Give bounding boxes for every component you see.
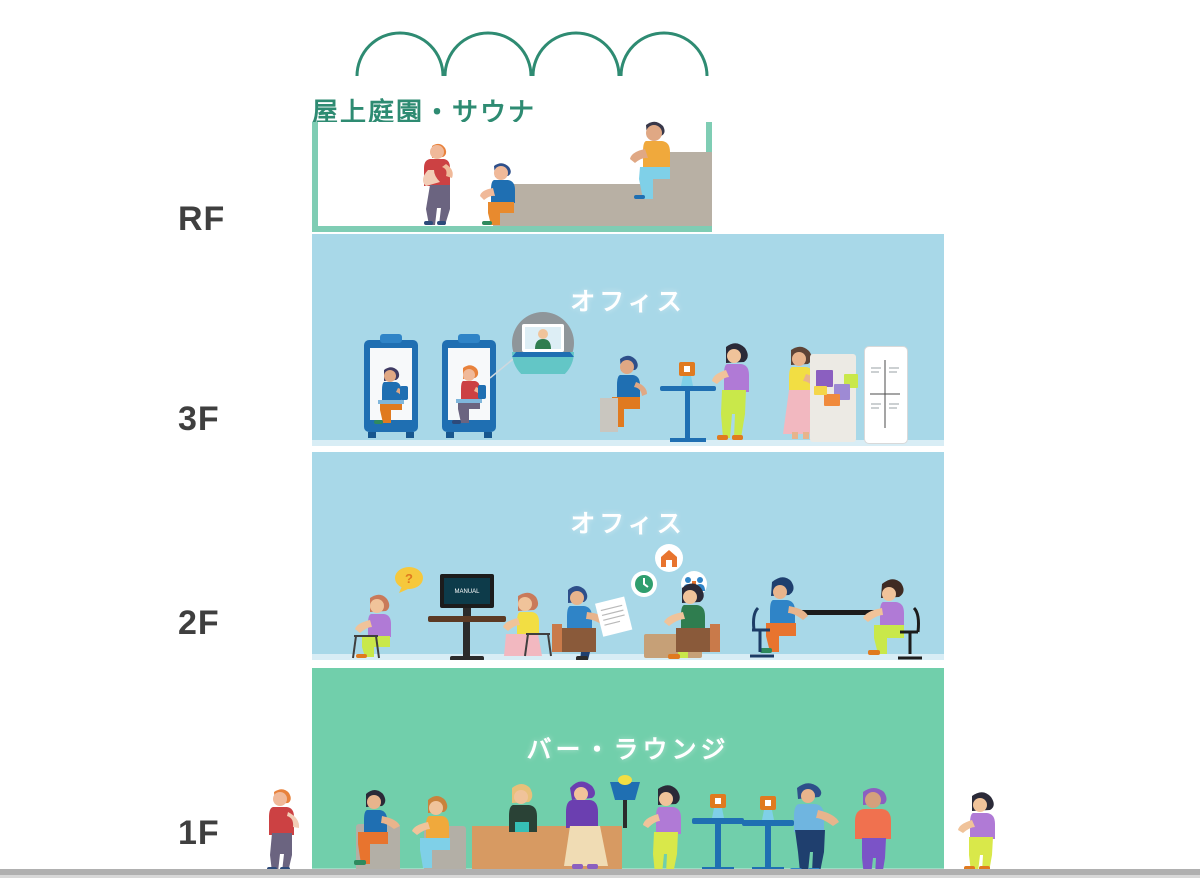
floor-2f-ground (312, 654, 944, 660)
cafe-table-leg-3f (685, 391, 690, 441)
floor-3f-ground (312, 440, 944, 446)
phone-booth-right (442, 334, 496, 438)
person-desk-2f-left (750, 577, 808, 658)
high-table-top-1 (692, 818, 744, 824)
floor-label-3f: 3F (178, 400, 220, 438)
person-outside-left (267, 789, 300, 872)
floor-3f: オフィス (312, 234, 944, 446)
high-table-top-2 (742, 820, 794, 826)
person-lounge-1f-b (412, 796, 450, 868)
sticky-note-purple (816, 370, 833, 387)
person-seated-rf-low (480, 163, 515, 225)
person-seated-3f (600, 355, 647, 432)
question-mark-bubble: ? (395, 567, 423, 593)
person-sofa-2f-a (552, 586, 633, 660)
person-seated-2f-b (503, 592, 552, 657)
rooftop-floor-rf (312, 121, 712, 232)
cafe-table-base-3f (670, 438, 706, 442)
video-call-bubble (512, 312, 574, 374)
floor-2f-title: オフィス (570, 510, 686, 538)
rooftop-arches-decoration (355, 31, 709, 76)
monitor-table-2f: MANUAL (428, 574, 506, 660)
person-standing-1f-b (790, 783, 839, 872)
cafe-table-top-3f (660, 386, 716, 391)
person-lounge-1f-a (354, 790, 400, 865)
table-plant-3f (679, 362, 695, 386)
floor-1f-title: バー・ラウンジ (526, 736, 730, 764)
rooftop-step-low (493, 184, 643, 226)
sticky-note-orange (824, 394, 840, 406)
whiteboard-grid-3f (870, 360, 900, 428)
bar-lamp (610, 775, 640, 828)
person-seated-rf-high (630, 121, 670, 199)
person-bar-guest (564, 781, 608, 869)
person-standing-1f-c (855, 788, 891, 872)
phone-booth-left (364, 334, 418, 438)
svg-text:MANUAL: MANUAL (454, 589, 480, 595)
person-standing-1f-a (643, 785, 681, 872)
table-plant-1f-b (760, 796, 776, 820)
person-seated-2f-a (352, 594, 391, 659)
ground-line-shadow (0, 875, 1200, 878)
table-plant-1f-a (710, 794, 726, 818)
person-bartender (509, 784, 537, 832)
person-sofa-2f-b (664, 583, 720, 659)
high-table-leg-2 (765, 826, 771, 870)
high-table-leg-1 (715, 824, 721, 870)
floor-label-1f: 1F (178, 814, 220, 852)
person-outside-right (958, 792, 995, 872)
desk-top-2f (782, 610, 892, 615)
ground-line (0, 869, 1200, 875)
whiteboard-3f (864, 346, 908, 444)
floor-label-2f: 2F (178, 604, 220, 642)
floor-1f: バー・ラウンジ (312, 668, 944, 872)
floor-label-rf: RF (178, 200, 226, 238)
sticky-note-yellow (814, 386, 827, 395)
floor-3f-title: オフィス (570, 288, 686, 316)
floor-2f: オフィス ? MANUAL (312, 452, 944, 660)
person-standing-rf (422, 143, 453, 225)
svg-text:?: ? (405, 571, 413, 586)
person-standing-3f-a (712, 343, 749, 440)
person-desk-2f-right (863, 579, 922, 660)
